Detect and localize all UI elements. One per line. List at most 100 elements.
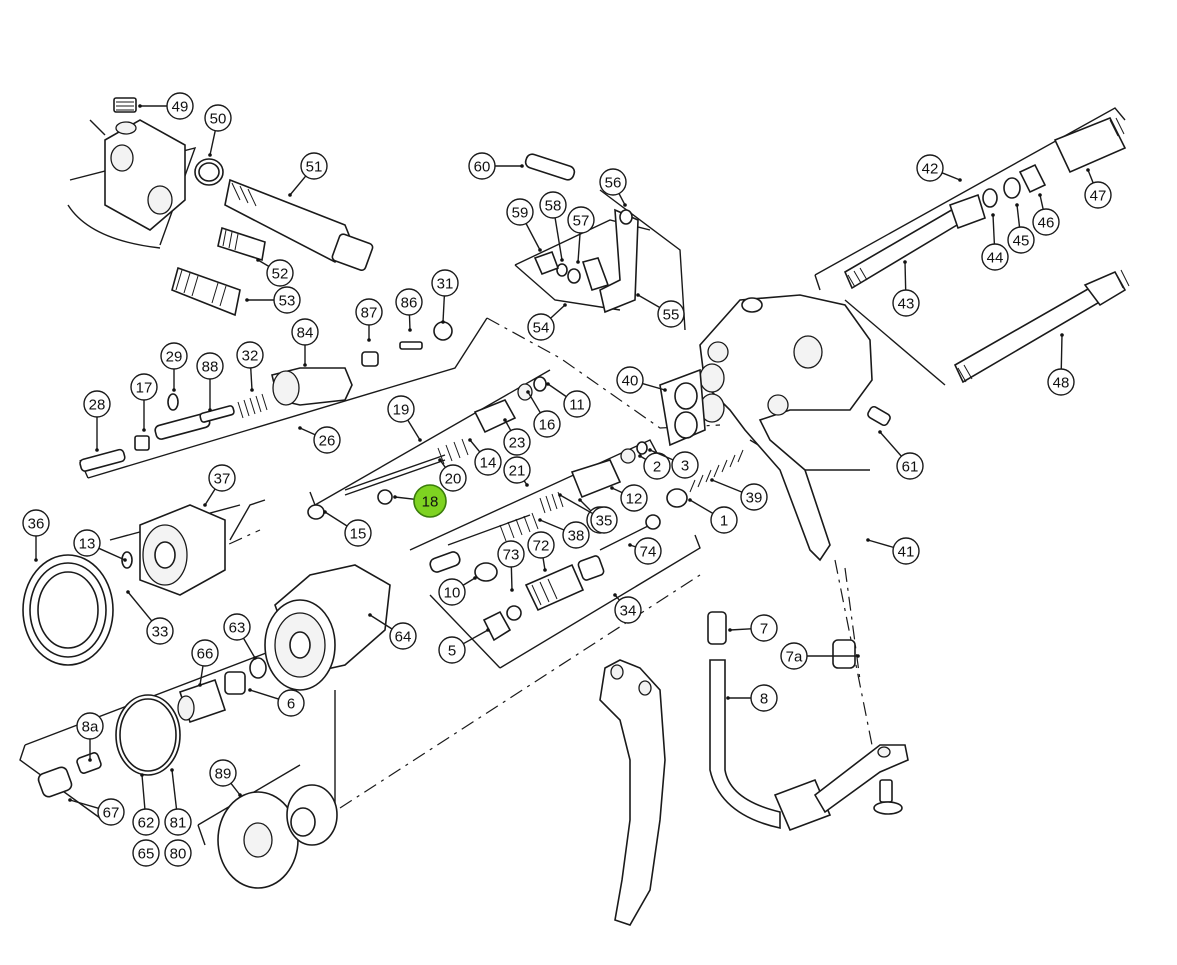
callout-66: 66: [191, 639, 219, 687]
callout-circle: [750, 684, 778, 712]
callout-circle: [300, 152, 328, 180]
callout-84: 84: [291, 318, 319, 367]
leader-line: [547, 383, 567, 398]
callout-circle: [1047, 368, 1075, 396]
leader-arrow: [526, 390, 530, 394]
callout-label: 18: [422, 494, 439, 511]
callout-circle: [431, 269, 459, 297]
callout-circle: [387, 395, 415, 423]
callout-48: 48: [1047, 333, 1075, 396]
callout-74: 74: [628, 537, 662, 565]
callout-label: 40: [622, 373, 639, 390]
leader-arrow: [510, 588, 514, 592]
leader-arrow: [95, 448, 99, 452]
callout-65: 65: [132, 839, 160, 867]
leader-arrow: [468, 438, 472, 442]
leader-arrow: [520, 164, 524, 168]
callout-circle: [1007, 226, 1035, 254]
callout-circle: [892, 537, 920, 565]
callout-label: 64: [395, 629, 412, 646]
callout-circle: [614, 596, 642, 624]
callout-11: 11: [546, 382, 591, 418]
callout-87: 87: [355, 298, 383, 342]
leader-line: [407, 419, 421, 441]
leader-line: [299, 427, 316, 436]
callout-label: 35: [596, 513, 613, 530]
callout-55: 55: [636, 293, 685, 328]
callout-circle: [209, 759, 237, 787]
callout-circle: [468, 152, 496, 180]
valve-parts-row: [79, 321, 453, 472]
leader-line: [69, 799, 99, 810]
callout-label: 54: [533, 320, 550, 337]
callout-label: 8a: [82, 719, 99, 736]
leader-arrow: [878, 430, 882, 434]
callout-circle: [563, 390, 591, 418]
callout-label: 80: [170, 846, 187, 863]
callout-41: 41: [866, 537, 920, 565]
callout-label: 34: [620, 603, 637, 620]
callout-7: 7: [728, 614, 778, 642]
leader-arrow: [123, 558, 127, 562]
callout-32: 32: [236, 341, 264, 392]
callout-circle: [389, 622, 417, 650]
callout-label: 6: [287, 696, 295, 713]
callout-14: 14: [468, 438, 502, 476]
callout-circle: [208, 464, 236, 492]
trigger: [599, 659, 666, 926]
callout-20: 20: [438, 458, 467, 492]
leader-line: [542, 557, 546, 571]
leader-arrow: [1086, 168, 1090, 172]
leader-arrow: [543, 568, 547, 572]
callout-47: 47: [1084, 168, 1112, 209]
callout-circle: [567, 206, 595, 234]
callout-40: 40: [616, 366, 667, 394]
leader-arrow: [610, 486, 614, 490]
callout-label: 56: [605, 175, 622, 192]
callout-64: 64: [368, 613, 417, 650]
callout-label: 43: [898, 296, 915, 313]
leader-arrow: [140, 773, 144, 777]
callout-circle: [599, 168, 627, 196]
callout-label: 14: [480, 455, 497, 472]
leader-arrow: [473, 576, 477, 580]
callout-circle: [780, 642, 808, 670]
callout-label: 39: [746, 490, 763, 507]
leader-line: [510, 566, 513, 591]
leader-line: [462, 577, 476, 586]
callout-57: 57: [567, 206, 595, 264]
callout-label: 51: [306, 159, 323, 176]
callout-23: 23: [503, 418, 531, 456]
leader-arrow: [34, 558, 38, 562]
callout-circle: [413, 484, 447, 518]
leader-arrow: [1038, 193, 1042, 197]
callout-label: 41: [898, 544, 915, 561]
callout-label: 57: [573, 213, 590, 230]
callout-circle: [497, 540, 525, 568]
callout-label: 58: [545, 198, 562, 215]
leader-arrow: [546, 382, 550, 386]
callout-circle: [710, 506, 738, 534]
callout-circle: [132, 808, 160, 836]
leader-arrow: [563, 303, 567, 307]
leader-line: [230, 782, 241, 796]
leader-arrow: [208, 408, 212, 412]
callout-label: 20: [445, 471, 462, 488]
callout-label: 46: [1038, 215, 1055, 232]
leader-line: [867, 539, 894, 549]
callout-61: 61: [878, 430, 924, 480]
callout-circle: [590, 506, 618, 534]
leader-line: [1016, 204, 1021, 228]
leader-arrow: [728, 628, 732, 632]
callout-label: 67: [103, 805, 120, 822]
callout-label: 32: [242, 348, 259, 365]
spray-head-assembly: [177, 564, 391, 724]
leader-line: [904, 261, 907, 291]
leader-arrow: [126, 590, 130, 594]
nozzle-seals: [37, 694, 181, 798]
callout-label: 86: [401, 295, 418, 312]
callout-label: 1: [720, 513, 728, 530]
callout-label: 10: [444, 585, 461, 602]
callout-label: 89: [215, 766, 232, 783]
leader-line: [729, 628, 752, 631]
